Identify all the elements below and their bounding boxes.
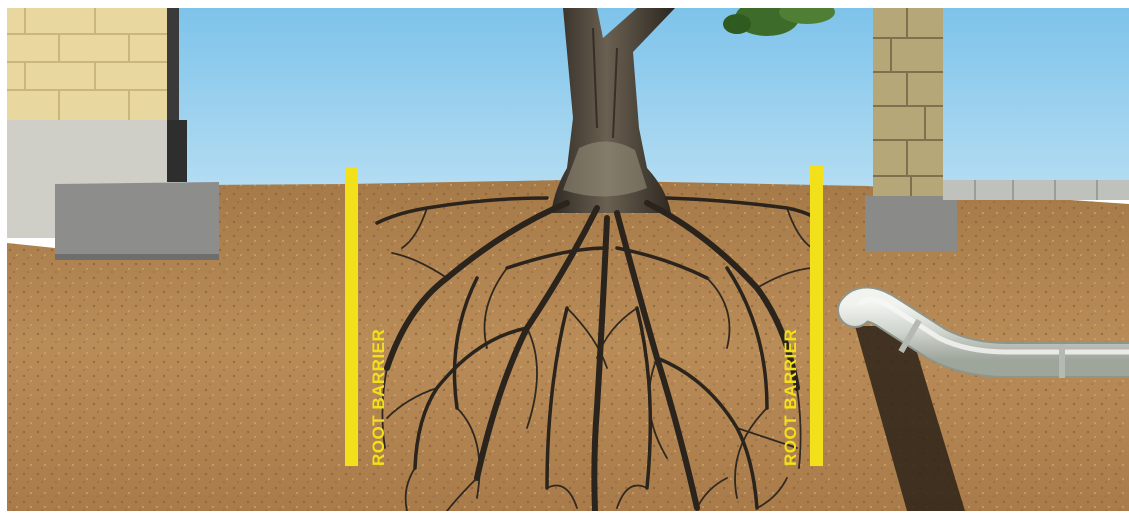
scene-svg xyxy=(7,8,1129,511)
root-barrier-right-label: ROOT BARRIER xyxy=(782,329,800,466)
root-barrier-illustration: ROOT BARRIER ROOT BARRIER xyxy=(7,8,1129,511)
root-barrier-right xyxy=(810,166,823,466)
root-barrier-left-label: ROOT BARRIER xyxy=(370,329,388,466)
root-barrier-left xyxy=(345,168,358,466)
